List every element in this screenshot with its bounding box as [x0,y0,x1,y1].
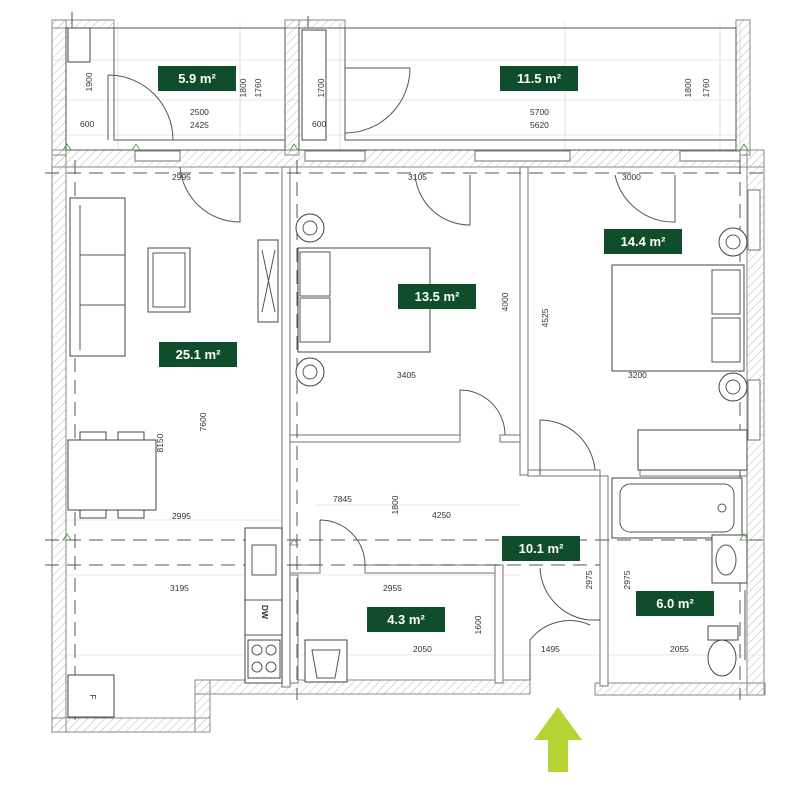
room-label-bedroom-2: 14.4 m² [604,229,682,254]
dim-label: 1900 [84,72,94,91]
room-label-bedroom-1: 13.5 m² [398,284,476,309]
nightstand-lamp [295,357,325,387]
room-labels: 5.9 m² 11.5 m² 25.1 m² 13.5 m² 14.4 m² 1… [158,66,714,632]
svg-text:4.3 m²: 4.3 m² [387,612,425,627]
walls [51,19,766,733]
balcony-frames [65,12,737,151]
dishwasher-label: DW [260,605,270,620]
dim-label: 5620 [530,120,549,130]
room-label-living: 25.1 m² [159,342,237,367]
dim-label: 3195 [170,583,189,593]
cooktop [247,639,281,679]
dimension-labels: 1900 600 2500 2425 1800 1760 1700 600 57… [80,72,711,654]
dim-label: 5700 [530,107,549,117]
dim-label: 3200 [628,370,647,380]
toilet [707,625,739,641]
sink [711,534,748,584]
dim-label: 1700 [316,78,326,97]
dim-label: 3405 [397,370,416,380]
fridge [67,674,115,718]
dim-label: 8150 [155,433,165,452]
room-label-balcony-left: 5.9 m² [158,66,236,91]
svg-text:14.4 m²: 14.4 m² [621,234,666,249]
sofa [69,197,126,357]
dim-label: 2975 [622,570,632,589]
dim-label: 1800 [238,78,248,97]
dim-label: 3105 [408,172,427,182]
dim-label: 1760 [253,78,263,97]
room-label-hall: 10.1 m² [502,536,580,561]
dim-label: 2955 [383,583,402,593]
dim-label: 2975 [584,570,594,589]
svg-text:10.1 m²: 10.1 m² [519,541,564,556]
dim-label: 3000 [622,172,641,182]
dim-label: 600 [312,119,326,129]
svg-text:13.5 m²: 13.5 m² [415,289,460,304]
dim-label: 1760 [701,78,711,97]
coffee-table [147,247,191,313]
dim-label: 2055 [670,644,689,654]
fridge-label: F [88,694,98,699]
nightstand-lamp [718,227,748,257]
dim-label: 1800 [683,78,693,97]
room-label-bathroom: 6.0 m² [636,591,714,616]
dim-label: 7845 [333,494,352,504]
dim-label: 600 [80,119,94,129]
room-label-balcony-right: 11.5 m² [500,66,578,91]
wardrobe [637,429,748,471]
dim-label: 2995 [172,172,191,182]
svg-text:25.1 m²: 25.1 m² [176,347,221,362]
doors [107,67,676,680]
dim-label: 4250 [432,510,451,520]
entrance-arrow-icon [534,707,582,772]
dim-label: 1600 [473,615,483,634]
dim-label: 2425 [190,120,209,130]
dim-label: 1495 [541,644,560,654]
bathtub [611,477,743,539]
washing-unit [304,639,348,683]
dim-label: 1800 [390,495,400,514]
svg-text:6.0 m²: 6.0 m² [656,596,694,611]
windows [134,150,761,441]
nightstand-lamp [295,213,325,243]
dim-label: 7600 [198,412,208,431]
furniture: DW F [67,197,748,718]
dim-label: 2500 [190,107,209,117]
svg-text:5.9 m²: 5.9 m² [178,71,216,86]
nightstand-lamp [718,372,748,402]
room-label-storage: 4.3 m² [367,607,445,632]
dim-label: 2995 [172,511,191,521]
dining-table [67,439,157,511]
dim-label: 4525 [540,308,550,327]
dim-label: 2050 [413,644,432,654]
dim-label: 4000 [500,292,510,311]
svg-text:11.5 m²: 11.5 m² [517,71,562,86]
